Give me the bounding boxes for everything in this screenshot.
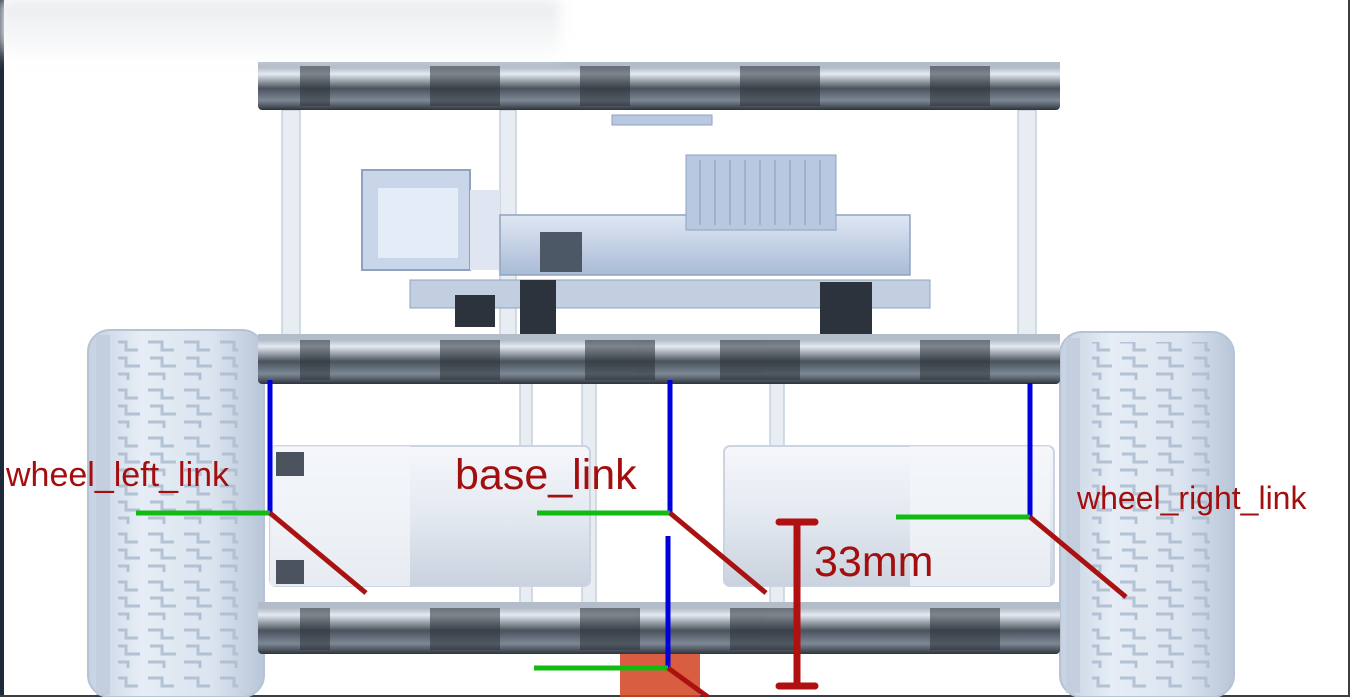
wheel-left-link-label: wheel_left_link (6, 456, 230, 494)
electronics-stack (361, 114, 931, 335)
motors (269, 445, 1055, 587)
middle-plate (258, 334, 1060, 384)
right-window-edge (1348, 0, 1350, 697)
bottom-plate (258, 602, 1060, 697)
wheel-right-link-label: wheel_right_link (1077, 480, 1307, 516)
right-wheel (1059, 331, 1235, 697)
background-window-blur (0, 0, 560, 64)
coordinate-frame-icon (537, 380, 768, 595)
base-link-label: base_link (455, 451, 637, 499)
coordinate-frame-icon (896, 383, 1128, 599)
dimension-marker-icon (775, 518, 819, 690)
dimension-label: 33mm (814, 538, 934, 586)
coordinate-frame-icon (534, 536, 710, 697)
top-plate (258, 62, 1060, 110)
coordinate-frame-icon (136, 380, 368, 595)
left-window-edge (0, 0, 4, 697)
